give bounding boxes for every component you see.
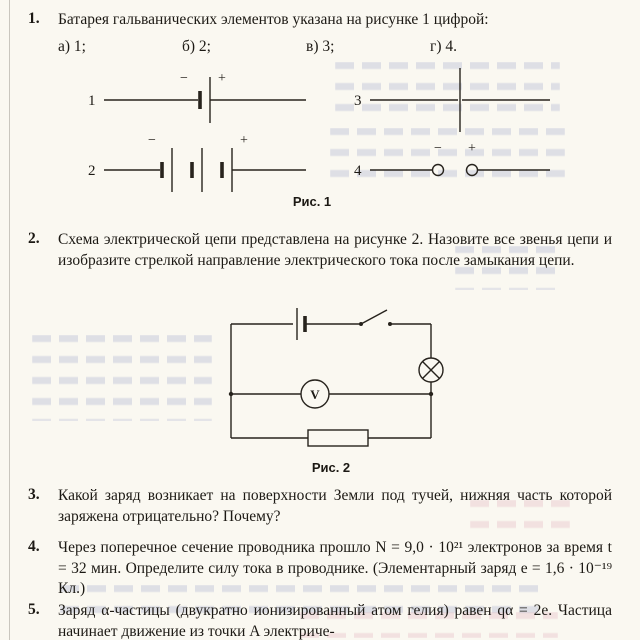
plus-sign: + [218,71,226,86]
figure-2-caption: Рис. 2 [312,460,350,475]
figure-1-caption: Рис. 1 [293,194,331,209]
switch-symbol [359,309,392,326]
minus-sign: − [434,141,442,156]
minus-sign: − [180,71,188,86]
figure-1-drawing: 1 − + 3 2 [88,68,550,209]
problem-1-number: 1. [28,10,40,27]
option-v: в) 3; [306,37,335,55]
bleedthrough-text [32,335,212,421]
symbol-terminals: 4 − + [354,141,550,179]
problem-3-number: 3. [28,486,40,503]
symbol-single-cell: 1 − + [88,71,306,123]
problem-5-number: 5. [28,601,40,618]
problem-1: 1. Батарея гальванических элементов указ… [28,10,612,56]
problem-2-number: 2. [28,230,40,247]
problem-5: 5. Заряд α-частицы (двукратно ионизирова… [28,601,612,640]
voltmeter-letter: V [310,387,320,402]
page-edge-line [9,0,10,640]
problem-4-text: Через поперечное сечение проводника прош… [58,539,612,597]
plus-sign: + [468,141,476,156]
figure-2: V Рис. 2 [203,300,459,480]
problem-4-number: 4. [28,538,40,555]
item-2-label: 2 [88,163,96,179]
problem-3-text: Какой заряд возникает на поверхности Зем… [58,487,612,525]
item-1-label: 1 [88,93,96,109]
option-b: б) 2; [182,37,211,55]
answer-options: а) 1; б) 2; в) 3; г) 4. [58,38,612,56]
problem-5-text: Заряд α-частицы (двукратно ионизированны… [58,602,612,640]
resistor-symbol [307,429,369,447]
terminal-circle [465,163,479,177]
problem-2-text: Схема электрической цепи представлена на… [58,231,612,269]
symbol-single-plate: 3 [354,68,550,132]
voltmeter-symbol: V [228,379,434,409]
symbol-battery-of-cells: 2 − + [88,133,306,192]
problem-3: 3. Какой заряд возникает на поверхности … [28,486,612,527]
minus-sign: − [148,133,156,148]
problem-4: 4. Через поперечное сечение проводника п… [28,538,612,600]
problem-1-text: Батарея гальванических элементов указана… [58,11,489,28]
lamp-symbol [418,357,444,383]
option-a: а) 1; [58,37,86,55]
figure-1: 1 − + 3 2 [58,62,566,212]
problem-2: 2. Схема электрической цепи представлена… [28,230,612,271]
plus-sign: + [240,133,248,148]
battery-symbol [296,308,307,340]
item-4-label: 4 [354,163,362,179]
item-3-label: 3 [354,93,362,109]
terminal-circle [431,163,445,177]
figure-2-drawing: V Рис. 2 [228,308,444,475]
option-g: г) 4. [430,37,458,55]
